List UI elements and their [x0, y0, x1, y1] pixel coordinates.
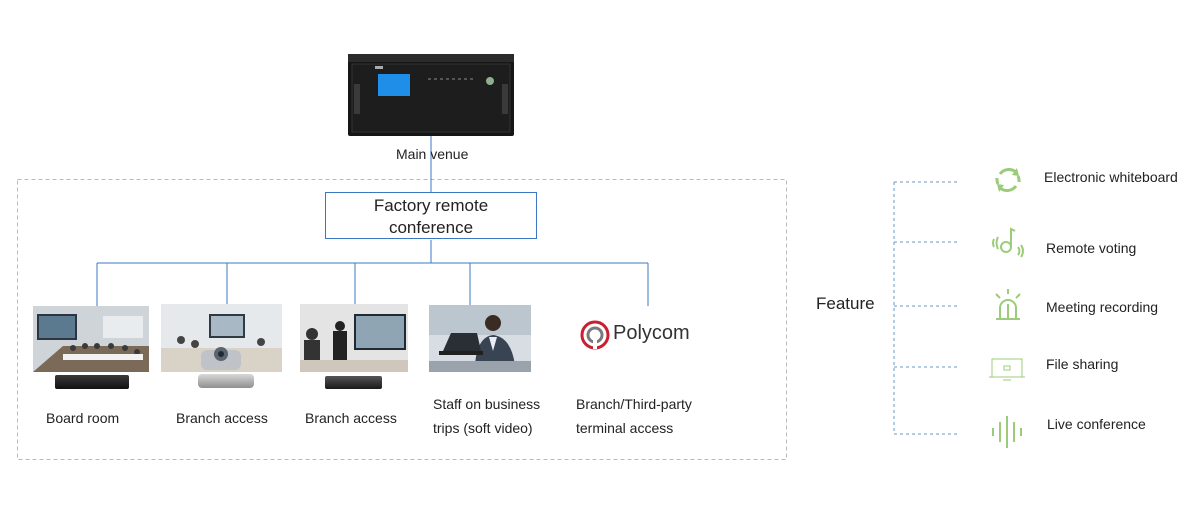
polycom-logo: Polycom: [580, 318, 700, 352]
endpoint-label-business-trip-2: trips (soft video): [433, 420, 533, 436]
center-box-line-1: Factory remote: [373, 196, 489, 215]
feature-file-sharing: File sharing: [1046, 356, 1119, 372]
center-box-line-2: conference: [388, 218, 474, 237]
branch-camera-base: [198, 374, 254, 388]
endpoint-label-third-party-1: Branch/Third-party: [576, 396, 692, 412]
feature-electronic-whiteboard: Electronic whiteboard: [1044, 169, 1178, 185]
endpoint-label-third-party-2: terminal access: [576, 420, 674, 436]
feature-title: Feature: [816, 294, 875, 313]
sound-wave-icon: [992, 416, 1022, 448]
feature-meeting-recording: Meeting recording: [1046, 299, 1159, 315]
alarm-light-icon: [995, 289, 1021, 320]
branch-access-photo-1: [161, 304, 282, 372]
feature-live-conference: Live conference: [1047, 416, 1146, 432]
endpoint-label-board-room: Board room: [46, 410, 120, 426]
polycom-mark-icon: [580, 320, 610, 350]
feature-remote-voting: Remote voting: [1046, 240, 1137, 256]
voting-signal-icon: [992, 227, 1024, 258]
board-room-photo: [33, 306, 149, 372]
endpoint-label-branch-access-1: Branch access: [176, 410, 268, 426]
business-trip-staff-photo: [429, 305, 531, 372]
branch-codec-device: [325, 376, 382, 389]
factory-remote-conference-box: Factory remote conference: [325, 192, 537, 239]
board-room-codec-device: [55, 375, 129, 389]
feature-bracket: [893, 181, 960, 435]
branch-access-photo-2: [300, 304, 408, 372]
main-venue-label: Main venue: [396, 146, 469, 162]
endpoint-label-branch-access-2: Branch access: [305, 410, 397, 426]
monitor-share-icon: [989, 358, 1025, 381]
refresh-cycle-icon: [995, 167, 1021, 193]
polycom-logo-text: Polycom: [613, 322, 690, 344]
main-venue-rack: [348, 54, 514, 136]
endpoint-label-business-trip-1: Staff on business: [433, 396, 541, 412]
